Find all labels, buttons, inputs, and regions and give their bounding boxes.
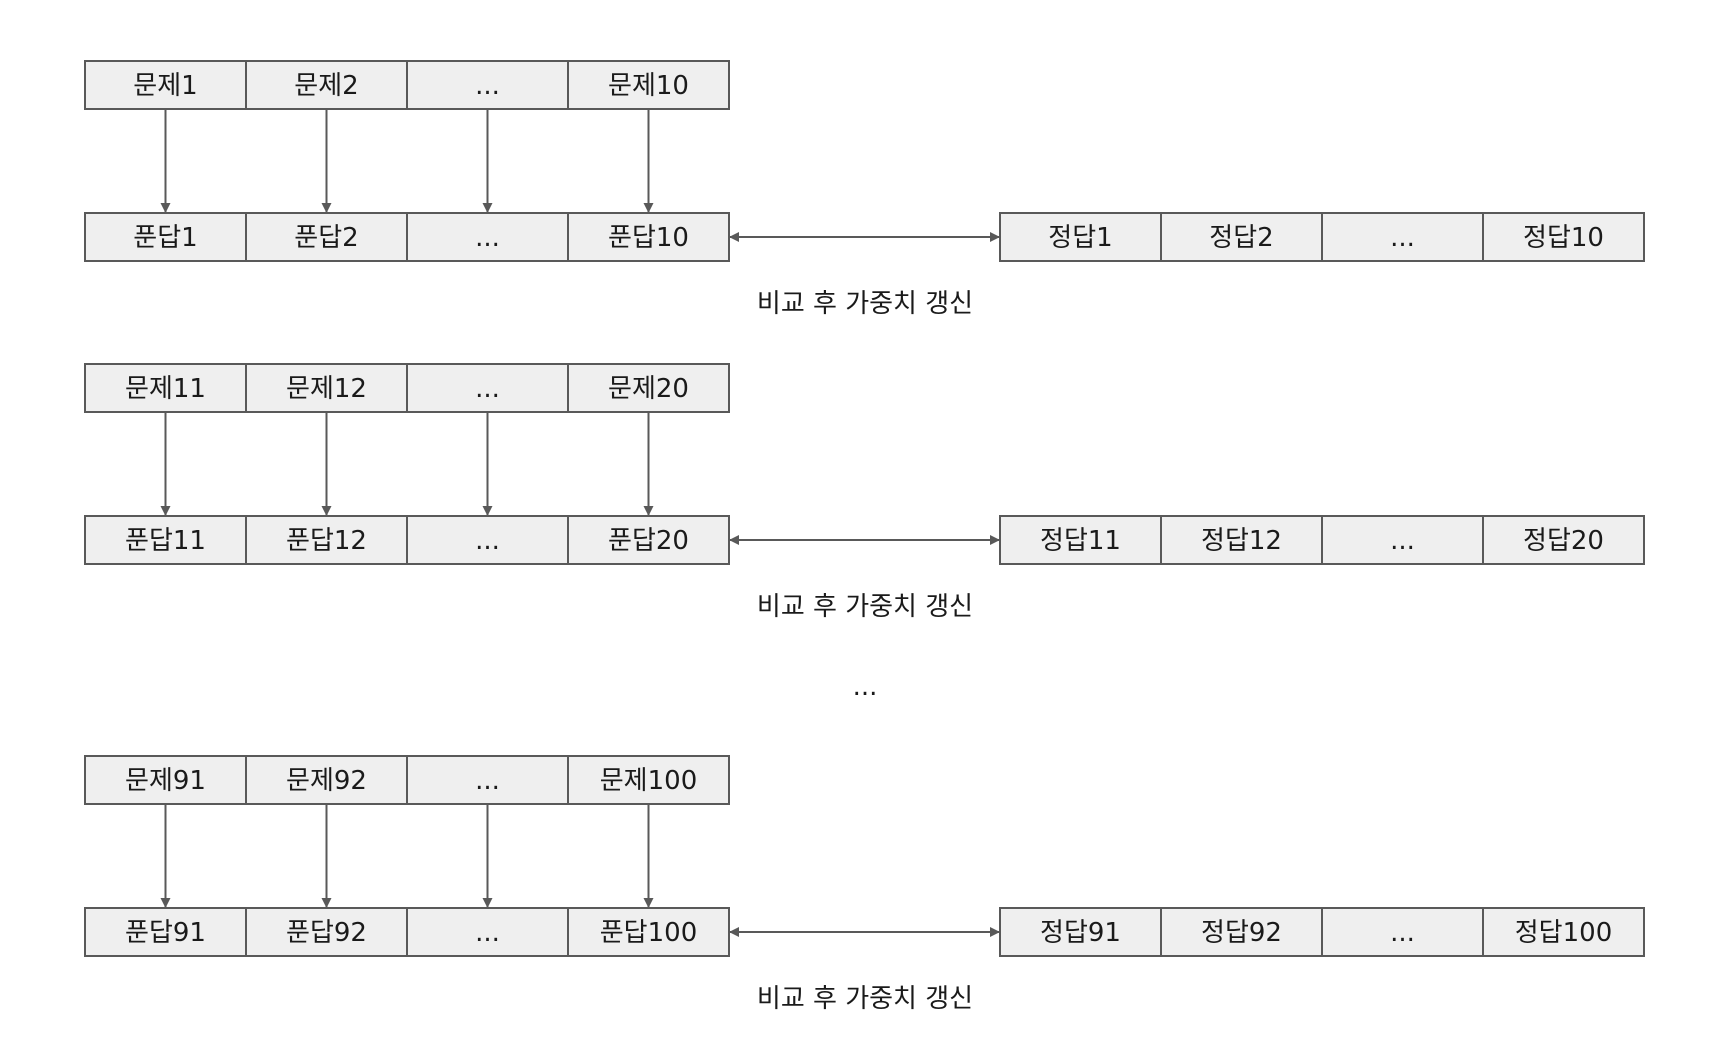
answer-cell (999, 907, 1162, 957)
guess-label: 푼답12 (286, 526, 367, 556)
question-cell (84, 363, 247, 413)
question-label: 문제100 (600, 766, 697, 796)
answer-label: ... (1390, 918, 1415, 948)
guess-cell (84, 907, 247, 957)
guess-row: 푼답1 푼답2... 푼답10 (84, 212, 730, 262)
question-row: 문제91 문제92... 문제100 (84, 755, 730, 805)
answer-label: 정답12 (1201, 526, 1282, 556)
answer-label: 정답20 (1523, 526, 1604, 556)
question-cell (567, 60, 730, 110)
question-cell (567, 755, 730, 805)
guess-cell (567, 907, 730, 957)
answer-cell (1482, 907, 1645, 957)
guess-row: 푼답91 푼답92... 푼답100 (84, 907, 730, 957)
guess-label: 푼답100 (600, 918, 697, 948)
question-label: 문제91 (125, 766, 206, 796)
question-row: 문제1 문제2... 문제10 (84, 60, 730, 110)
answer-cell (1160, 212, 1323, 262)
answer-cell (1160, 907, 1323, 957)
question-label: 문제92 (286, 766, 367, 796)
question-label: ... (475, 374, 500, 404)
block-3: 문제91 문제92... 문제100 푼답91 푼답92... 푼답100 정답91 정답92… (84, 755, 1645, 1014)
question-label: ... (475, 71, 500, 101)
question-label: 문제1 (133, 71, 197, 101)
answer-row: 정답1 정답2... 정답10 (999, 212, 1645, 262)
answer-row: 정답11 정답12... 정답20 (999, 515, 1645, 565)
guess-label: 푼답91 (125, 918, 206, 948)
answer-cell (1321, 515, 1484, 565)
question-label: 문제2 (294, 71, 358, 101)
question-cell (567, 363, 730, 413)
guess-cell (245, 515, 408, 565)
answer-row: 정답91 정답92... 정답100 (999, 907, 1645, 957)
guess-cell (245, 212, 408, 262)
question-label: 문제10 (608, 71, 689, 101)
answer-cell (999, 515, 1162, 565)
answer-cell (1321, 212, 1484, 262)
block-2: 문제11 문제12... 문제20 푼답11 푼답12... 푼답20 정답11 정답12..… (84, 363, 1645, 622)
block-1: 문제1 문제2... 문제10 푼답1 푼답2... 푼답10 정답1 정답2... 정답10 비… (84, 60, 1645, 319)
guess-row: 푼답11 푼답12... 푼답20 (84, 515, 730, 565)
guess-label: ... (475, 526, 500, 556)
question-cell (245, 60, 408, 110)
guess-cell (245, 907, 408, 957)
guess-cell (406, 907, 569, 957)
guess-label: ... (475, 223, 500, 253)
guess-label: ... (475, 918, 500, 948)
guess-label: 푼답20 (608, 526, 689, 556)
answer-label: ... (1390, 223, 1415, 253)
compare-caption: 비교 후 가중치 갱신 (757, 592, 973, 622)
question-cell (84, 60, 247, 110)
question-cell (84, 755, 247, 805)
answer-label: ... (1390, 526, 1415, 556)
answer-label: 정답91 (1040, 918, 1121, 948)
guess-label: 푼답92 (286, 918, 367, 948)
question-label: ... (475, 766, 500, 796)
question-label: 문제11 (125, 374, 206, 404)
answer-label: 정답1 (1048, 223, 1112, 253)
question-row: 문제11 문제12... 문제20 (84, 363, 730, 413)
question-label: 문제12 (286, 374, 367, 404)
answer-label: 정답2 (1209, 223, 1273, 253)
guess-label: 푼답10 (608, 223, 689, 253)
answer-label: 정답11 (1040, 526, 1121, 556)
guess-cell (406, 515, 569, 565)
answer-label: 정답92 (1201, 918, 1282, 948)
guess-label: 푼답1 (133, 223, 197, 253)
compare-caption: 비교 후 가중치 갱신 (757, 984, 973, 1014)
answer-cell (1321, 907, 1484, 957)
answer-label: 정답10 (1523, 223, 1604, 253)
guess-label: 푼답11 (125, 526, 206, 556)
question-label: 문제20 (608, 374, 689, 404)
answer-cell (1482, 515, 1645, 565)
compare-caption: 비교 후 가중치 갱신 (757, 289, 973, 319)
answer-label: 정답100 (1515, 918, 1612, 948)
answer-cell (999, 212, 1162, 262)
answer-cell (1482, 212, 1645, 262)
guess-cell (84, 515, 247, 565)
guess-label: 푼답2 (294, 223, 358, 253)
question-cell (406, 363, 569, 413)
middle-ellipsis: ... (853, 672, 878, 702)
answer-cell (1160, 515, 1323, 565)
